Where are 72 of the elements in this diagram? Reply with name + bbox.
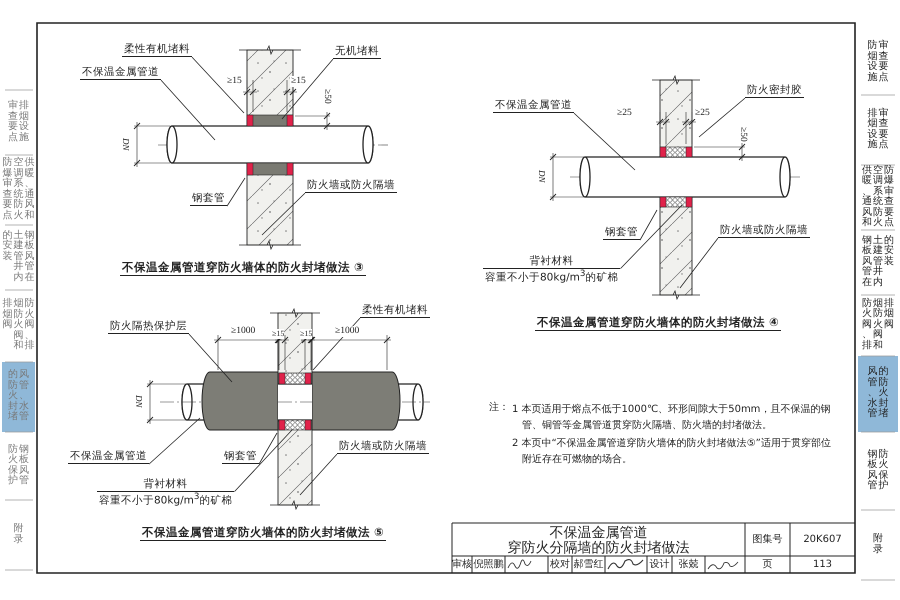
leader-line — [226, 178, 246, 207]
section-tab-label: 钢板风管在土建管井内的安装 — [862, 236, 894, 290]
callout-label: 柔性有机堵料 — [360, 304, 430, 318]
leader-line — [282, 58, 334, 120]
dimension-label: DN — [120, 138, 131, 151]
title-text: 穿防火分隔墙的防火封堵做法 — [506, 541, 690, 555]
leader-line — [258, 432, 278, 465]
table-cell-text: 设计 — [648, 558, 670, 572]
section-tab-label: 排烟设施审查要点 — [868, 108, 888, 152]
section-tab-label: 钢板风管防火保护 — [8, 444, 29, 488]
leader-line — [620, 204, 682, 270]
figure-caption: 不保温金属管道穿防火墙体的防火封堵做法 ⑤ — [140, 526, 386, 541]
section-tab-label: 防烟设施审查要点 — [868, 41, 888, 84]
section-tab-label: 防火阀、排烟防火阀和排烟阀 — [2, 299, 34, 353]
figure-caption: 不保温金属管道穿防火墙体的防火封堵做法 ④ — [535, 316, 781, 331]
note-heading: 注： — [489, 402, 509, 414]
table-cell-text: 张兢 — [678, 558, 700, 572]
note-text: 2 本页中“不保温金属管道穿防火墙体的防火封堵做法⑤”适用于贯穿部位附近存在可燃物的场合。 — [512, 436, 832, 467]
section-tab-label: 风管、水管的防火封堵 — [868, 367, 888, 421]
leader-line — [640, 210, 658, 241]
section-tab-label: 供暖、通风和空调系统防火防爆审查要点 — [2, 158, 34, 222]
leader-line — [698, 98, 746, 138]
leader-line — [300, 454, 338, 496]
dimension-label: ≥15 — [272, 329, 284, 339]
section-tab-label: 风管、水管的防火封堵 — [8, 370, 29, 424]
callout-label: 背衬材料 容重不小于80kg/m$^{3}$的矿棉 — [97, 478, 234, 508]
callout-label: 柔性有机堵料 — [122, 43, 192, 58]
leader-line — [192, 56, 244, 114]
section-tab-label: 附录 — [873, 534, 883, 556]
callout-label: 钢套管 — [190, 192, 227, 206]
leader-line — [160, 80, 216, 140]
dimension-label: ≥25 — [694, 108, 711, 120]
table-cell-text: 倪照鹏 — [472, 558, 504, 572]
section-tab-label: 附录 — [14, 524, 24, 546]
table-cell-text: 校对 — [549, 558, 571, 572]
callout-label: 无机堵料 — [333, 45, 381, 60]
note-text: 1 本页适用于熔点不低于1000℃、环形间隙大于50mm，且不保温的钢管、铜管等金属管道贯穿防火隔墙、防火墙的封堵做法。 — [512, 402, 832, 433]
title-text: 不保温金属管道 — [550, 526, 648, 540]
callout-label: 防火墙或防火隔墙 — [337, 440, 429, 454]
callout-label: 防火密封胶 — [745, 84, 804, 98]
leader-line — [680, 238, 718, 288]
leader-line — [188, 334, 232, 382]
callout-label: 钢套管 — [603, 226, 640, 240]
callout-label: 防火墙或防火隔墙 — [305, 179, 397, 194]
leader-line — [262, 192, 306, 236]
callout-label: 不保温金属管道 — [493, 99, 574, 114]
table-cell-text: 审核 — [452, 558, 472, 572]
leader-line — [148, 418, 200, 465]
callout-label: 背衬材料 容重不小于80kg/m$^{3}$的矿棉 — [483, 255, 620, 285]
leader-line — [234, 430, 292, 492]
dimension-label: ≥15 — [290, 76, 307, 88]
dimension-label: DN — [536, 170, 547, 183]
section-tab-label: 钢板风管防火保护 — [868, 450, 888, 492]
dimension-label: ≥1000 — [334, 326, 360, 338]
section-tab-label: 供暖、通风和空调系统防火防爆审查要点 — [862, 166, 894, 230]
figure-caption: 不保温金属管道穿防火墙体的防火封堵做法 ③ — [120, 261, 366, 276]
callout-label: 不保温金属管道 — [68, 450, 149, 464]
section-tab-label: 防火阀、排烟防火阀和排烟阀 — [862, 298, 894, 352]
dimension-label: DN — [133, 395, 144, 408]
callout-label: 防火隔热保护层 — [108, 320, 189, 334]
table-cell-text: 113 — [812, 558, 834, 572]
table-cell-text: 20K607 — [802, 532, 843, 546]
leader-line — [574, 112, 636, 170]
dimension-label: ≥15 — [300, 329, 312, 339]
table-cell-text: 郝雪红 — [572, 558, 604, 572]
callout-label: 不保温金属管道 — [80, 66, 161, 80]
callout-label: 防火墙或防火隔墙 — [718, 224, 810, 238]
callout-label: 钢套管 — [222, 450, 259, 464]
section-tab-label: 钢板风管在土建管井内的安装 — [2, 230, 34, 284]
table-cell-text: 图集号 — [752, 532, 784, 546]
section-tab-label: 排烟设施审查要点 — [8, 101, 29, 144]
table-cell-text: 页 — [762, 558, 774, 572]
